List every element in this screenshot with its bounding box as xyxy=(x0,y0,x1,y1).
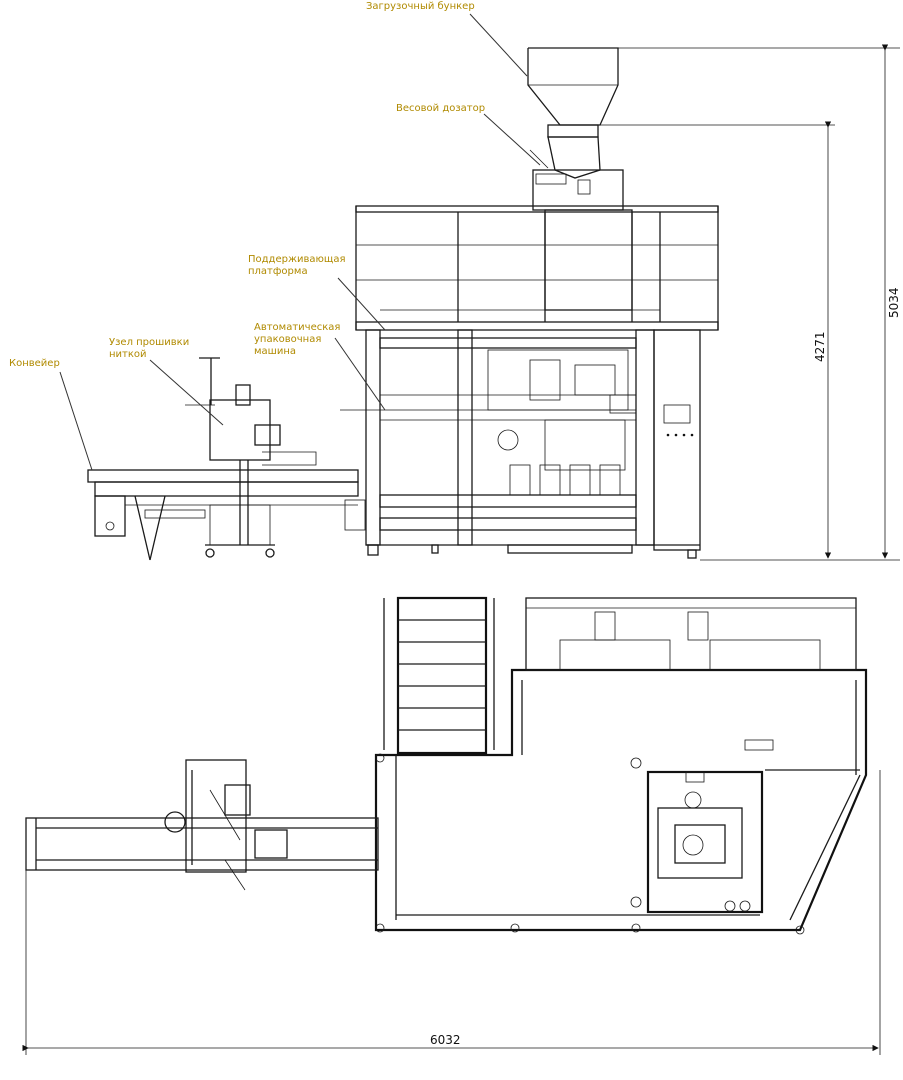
callout-labels: Загрузочный бункер Весовой дозатор Подде… xyxy=(9,1,485,369)
height-total-label: 5034 xyxy=(887,287,901,318)
plan-view: 6032 xyxy=(22,596,881,1055)
length-dimension-6032: 6032 xyxy=(22,770,881,1055)
height-dimension-5034: 5034 xyxy=(618,44,901,561)
packing-machine-drawing xyxy=(340,329,701,559)
elevation-view: 5034 4271 xyxy=(87,44,901,561)
support-platform-drawing xyxy=(355,205,719,331)
leader-lines xyxy=(59,13,541,471)
length-total-label: 6032 xyxy=(430,1033,461,1047)
label-hopper: Загрузочный бункер xyxy=(366,1,475,12)
height-dimension-4271: 4271 xyxy=(600,121,835,559)
conveyor-drawing xyxy=(87,469,366,561)
label-machine-3: машина xyxy=(254,346,296,357)
label-conveyor: Конвейер xyxy=(9,358,60,369)
label-sewing-2: ниткой xyxy=(109,349,147,360)
height-platform-label: 4271 xyxy=(813,331,827,362)
label-sewing-1: Узел прошивки xyxy=(109,337,189,348)
label-machine-1: Автоматическая xyxy=(254,322,340,333)
hopper-drawing xyxy=(527,47,619,138)
label-platform-1: Поддерживающая xyxy=(248,254,345,265)
label-machine-2: упаковочная xyxy=(254,334,321,345)
weigher-drawing xyxy=(529,136,624,211)
label-platform-2: платформа xyxy=(248,266,308,277)
label-weigher: Весовой дозатор xyxy=(396,103,485,114)
sewing-unit-drawing xyxy=(185,357,317,558)
